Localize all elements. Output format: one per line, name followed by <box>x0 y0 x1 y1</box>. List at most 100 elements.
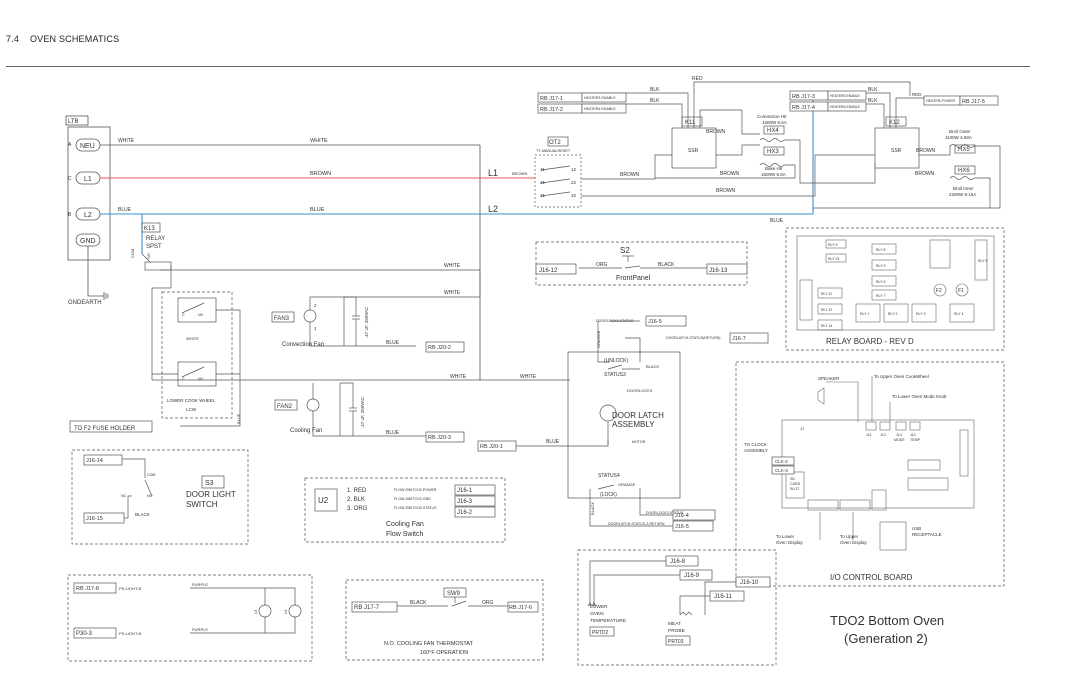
doorlatch-status-3-return: DOORLATCH-STATUS-3-RETURN <box>608 522 665 526</box>
sw9-org: ORG <box>482 600 494 606</box>
rb-j20-3-box <box>425 431 465 443</box>
rly-label-7: RLY 12 <box>821 308 832 312</box>
s2-j16-13-box <box>706 263 748 275</box>
to-clock-2: ASSEMBLY <box>744 448 768 453</box>
relay-board-title: RELAY BOARD - REV D <box>826 337 914 346</box>
hx5-tag <box>954 144 976 154</box>
blue-label-latch: BLUE <box>546 439 560 445</box>
lcw-white: WHITE <box>186 336 199 341</box>
u2-j16-2: J16-2 <box>457 510 473 516</box>
ltb-gnd-label: GND <box>80 238 96 245</box>
lcw-c-bottom: C <box>182 377 185 381</box>
white-label-4: WHITE <box>444 290 461 296</box>
hx6-desc-1: Broil Inner <box>953 186 974 191</box>
ltb-neu-label: NEU <box>80 143 95 150</box>
hx5-element <box>949 144 975 148</box>
heater-power: HEATER-POWER <box>926 99 955 103</box>
rb-j17-8: RB J17-8 <box>76 586 99 592</box>
lower-oven-3: TEMPERATURE <box>590 618 626 624</box>
u2-pin-2: 2. BLK <box>347 497 365 503</box>
lcw-switch-top <box>177 297 217 323</box>
usb-2: RECEPTACLE <box>912 532 942 537</box>
j16-9-box <box>679 569 713 581</box>
red-label-2: RED <box>912 92 922 97</box>
rly-label-6: RLY 11 <box>821 292 832 296</box>
hx5-desc-2: 1100W 4.58A <box>945 135 972 140</box>
s3-com: COM <box>147 473 155 477</box>
s2-caption: FrontPanel <box>616 275 651 282</box>
rb-j20-2: RB J20-2 <box>428 345 451 351</box>
lcw-title: LOWER COOK WHEEL <box>167 398 216 403</box>
orange-label-vertical: ORANGE <box>596 330 601 348</box>
rb-j17-7-box <box>351 601 398 613</box>
hx5-label: HX5 <box>958 147 970 153</box>
lock-label: (LOCK) <box>600 492 617 498</box>
io-board-title: I/O CONTROL BOARD <box>830 573 913 582</box>
sd-card-3: SLOT <box>790 487 800 491</box>
door-latch-box <box>567 351 681 499</box>
brown-label-5: BROWN <box>706 129 726 135</box>
doorlock3-label: DOORLOCK3 <box>627 388 653 393</box>
io-j13: J13 <box>880 433 886 437</box>
white-label-5: WHITE <box>450 374 467 380</box>
hx6-tag <box>954 165 976 175</box>
ot2-p11: 11 <box>540 167 545 172</box>
s3-nc: NC <box>121 494 127 498</box>
net-l1: L1 <box>488 168 498 178</box>
u2-pin-3: 3. ORG <box>347 506 368 512</box>
ltb-pin-c: C <box>68 176 72 182</box>
rb-j17-1: RB J17-1 <box>540 96 563 102</box>
u2-j16-1-box <box>454 484 496 496</box>
k12-label: K12 <box>889 120 900 126</box>
lamp-group <box>67 574 313 662</box>
fan3-pin-1: 1 <box>314 326 317 331</box>
diagram-title-1: TDO2 Bottom Oven <box>830 613 944 628</box>
k13-no: NO <box>146 253 151 259</box>
rb-j17-4: RB J17-4 <box>792 105 815 111</box>
black-label-vertical: BLACK <box>590 502 595 515</box>
probe-group <box>577 549 777 666</box>
upper-display-1: To Upper <box>840 534 859 539</box>
hx4-desc-1: Convection Htr <box>757 114 787 119</box>
ltb-tag-box <box>65 115 89 126</box>
rly-label-1: RLY 13 <box>828 257 839 261</box>
diagram-title-2: (Generation 2) <box>844 631 928 646</box>
clk-3: CLK-3 <box>775 468 788 473</box>
lamp-l6: L6 <box>283 609 288 614</box>
rly-label-4: RLY 6 <box>876 280 885 284</box>
brown-label-6: BROWN <box>916 148 936 154</box>
ot2-sub: TT-MANUALRESET <box>536 149 571 153</box>
s3-no: NO <box>147 494 153 498</box>
prtd2: PRTD2 <box>592 630 609 636</box>
s2-org: ORG <box>596 262 608 268</box>
brown-label-ot2: BROWN <box>512 171 527 176</box>
j16-5-top-box <box>645 315 687 327</box>
hx5-desc-1: Broil Outer <box>949 129 971 134</box>
lower-oven-1: LOWER <box>590 604 608 610</box>
blk-label-2: BLK <box>650 98 660 104</box>
relay-f2: F2 <box>936 288 942 294</box>
relay-board-group <box>785 227 1005 351</box>
s2-black: BLACK <box>658 262 675 268</box>
j16-5-top: J16-5 <box>648 319 662 325</box>
hx3-desc-2: 1600W 6.6A <box>761 172 786 177</box>
red-label-1: RED <box>692 76 703 82</box>
lcw-tag: LCW <box>186 407 197 412</box>
k13-label: K13 <box>144 226 155 232</box>
k12-type: SSR <box>891 148 902 154</box>
status4-label: STATUS4 <box>598 473 620 479</box>
fan3-label: FAN3 <box>274 316 290 322</box>
s2-right: J16-13 <box>709 268 728 274</box>
j16-7: J16-7 <box>732 336 746 342</box>
fan3-cap: .47 uF, 250VAC <box>364 306 369 338</box>
speaker-icon <box>817 387 825 405</box>
f2-fuse-box <box>69 420 153 433</box>
prt03: PRT03 <box>668 639 684 645</box>
u2-j16-1: J16-1 <box>457 488 473 494</box>
fan3-caption: Convection Fan <box>282 342 324 348</box>
rly-label-2: RLY 8 <box>876 248 885 252</box>
fan2-label: FAN2 <box>277 404 293 410</box>
s2-j16-12-box <box>535 263 577 275</box>
ground-wire <box>87 246 104 297</box>
s3-j16-15: J16-15 <box>86 516 103 522</box>
